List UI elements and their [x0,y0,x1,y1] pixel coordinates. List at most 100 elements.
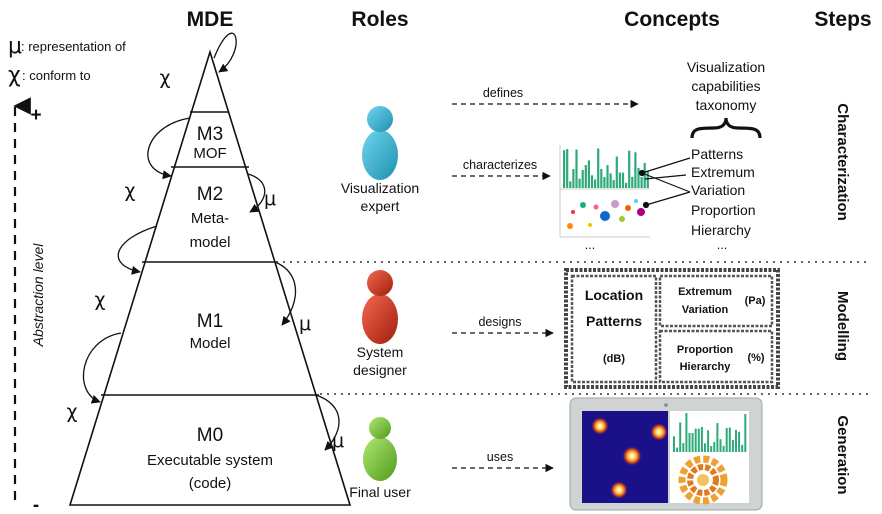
sunburst-thumbnail [678,455,728,505]
thumbnail-bar [621,172,625,188]
arrow-label-designs: designs [478,315,521,329]
taxonomy-line1: Visualization [687,59,765,75]
thumbnail-bar [719,439,722,452]
arrow-label-defines: defines [483,86,523,100]
chi-label-m0: χ [67,401,78,423]
arrow-label-characterizes: characterizes [463,158,537,172]
level-m3-sub: MOF [193,145,226,162]
legend-chi-text: : conform to [22,68,91,83]
legend-chi-symbol: χ [8,63,21,88]
thumbnail-bar [691,433,694,452]
thumbnail-bar [578,178,581,188]
model-left-unit: (dB) [603,353,625,365]
thumbnail-bar [688,432,691,452]
thumbnail-bar [700,427,703,452]
model-br-line2: Hierarchy [680,361,732,373]
thumbnail-bar [634,152,637,188]
role-system-designer-line1: System [357,344,404,360]
pattern-hierarchy: Hierarchy [691,222,751,238]
thumbnail-bar [697,428,700,452]
thumbnail-bar [704,443,706,452]
thumbnail-bar [587,160,590,188]
thumbnail-bar [572,169,575,188]
legend-mu-text: : representation of [21,39,126,54]
relation-curves [82,32,340,451]
level-m0-title: M0 [197,425,223,446]
thumbnail-bar [597,148,600,188]
model-tr-unit: (Pa) [745,295,766,307]
tablet-bars [673,413,747,452]
mde-pyramid [68,49,352,506]
level-m0-sub1: Executable system [147,452,273,469]
taxonomy-line2: capabilities [691,78,760,94]
thumbnail-bar [640,176,643,188]
level-m1-title: M1 [197,311,223,332]
person-system-designer-icon [362,270,398,344]
thumbnail-ellipsis: ... [585,238,595,252]
thumbnail-bar [738,431,741,452]
thumbnail-bar [625,182,628,188]
model-box [564,268,780,389]
thumbnail-bar [728,427,731,452]
level-m2-sub2: model [190,234,231,251]
mu-label-m2: μ [264,188,276,210]
person-visualization-expert-icon [362,106,398,180]
pattern-variation: Variation [691,182,745,198]
pattern-proportion: Proportion [691,202,756,218]
step-modelling: Modelling [834,291,851,361]
chi-label-m3: χ [160,67,171,89]
thumbnail-bar [609,173,612,188]
role-visualization-expert-line1: Visualization [341,180,419,196]
header-mde: MDE [187,8,234,31]
thumbnail-bar [713,442,716,452]
thumbnail-bar [731,439,734,452]
thumbnail-bar [590,175,594,188]
thumbnail-bar [643,162,646,188]
role-system-designer-line2: designer [353,362,407,378]
thumbnail-bar [606,165,609,188]
thumbnail-bar [612,180,615,188]
header-roles: Roles [351,8,408,31]
model-tr-line1: Extremum [678,286,732,298]
level-m2-sub1: Meta- [191,210,229,227]
thumbnail-bar [716,423,719,452]
thumbnail-bar [628,150,631,188]
thumbnail-bar [694,428,697,452]
thumbnail-bar [563,150,566,188]
model-br-unit: (%) [747,352,764,364]
step-characterization: Characterization [834,103,851,221]
pattern-connectors [638,157,691,209]
thumbnail-bar [637,168,640,188]
thumbnail-bar [615,156,618,188]
thumbnail-bars [563,148,649,188]
thumbnail-bar [707,430,710,452]
tablet-display [569,397,763,511]
level-m2-title: M2 [197,184,223,205]
arrow-label-uses: uses [487,450,513,464]
role-visualization-expert-line2: expert [361,198,400,214]
thumbnail-bar [710,446,713,452]
step-generation: Generation [834,415,851,494]
model-tr-line2: Variation [682,304,729,316]
thumbnail-bar [676,447,679,452]
thumbnail-bar [600,168,603,188]
thumbnail-bar [673,436,675,452]
role-arrows [452,99,639,473]
legend-mu-symbol: μ [8,34,22,59]
chi-label-m1: χ [95,289,106,311]
model-br-line1: Proportion [677,344,733,356]
pattern-ellipsis: ... [717,238,727,252]
pattern-patterns: Patterns [691,146,743,162]
thumbnail-bar [594,179,597,188]
thumbnail-bar [575,149,578,188]
thumbnail-bar [618,172,621,188]
taxonomy-line3: taxonomy [696,97,757,113]
thumbnail-bar [631,176,634,188]
level-m1-sub: Model [190,335,231,352]
model-left-line1: Location [585,287,643,303]
thumbnail-bar [581,169,584,188]
thumbnail-bar [685,413,688,452]
axis-minus: - [33,495,39,514]
characterization-thumbnails [559,145,650,238]
level-m3-title: M3 [197,124,223,145]
